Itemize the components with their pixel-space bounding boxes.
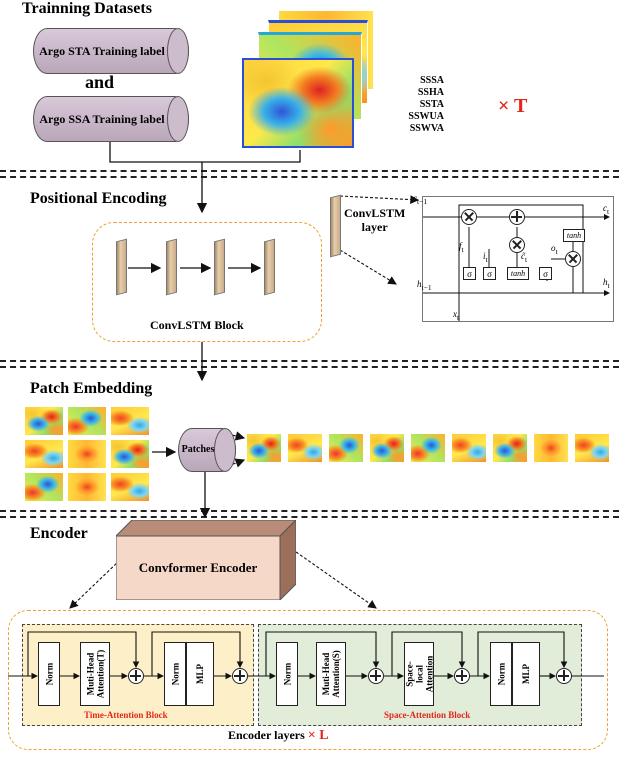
time-mha-box: Muti-Head Attention(T) [80, 642, 110, 706]
h-prev-label: ht−1 [417, 279, 432, 292]
space-block-label: Space-Attention Block [384, 710, 471, 720]
patch-sequence-item [533, 433, 569, 463]
sta-label: Argo STA Training label [39, 44, 165, 58]
h-t-label: ht [603, 277, 610, 290]
sta-cylinder: Argo STA Training label [33, 28, 189, 74]
section-title-patch: Patch Embedding [30, 380, 153, 397]
o-t-label: ot [551, 243, 558, 256]
convlstm-layer-label: ConvLSTM layer [344, 206, 405, 234]
patch-grid-cell [110, 406, 150, 436]
sigma-box: σ [539, 267, 552, 280]
patch-sequence-item [451, 433, 487, 463]
conformer-3d-box [116, 520, 296, 600]
c-prev-label: ct−1 [413, 193, 428, 206]
convlstm-block-label: ConvLSTM Block [150, 318, 244, 332]
patch-sequence-item [287, 433, 323, 463]
space-norm2-box: Norm [490, 642, 512, 706]
and-label: and [85, 72, 115, 92]
time-add-icon [232, 668, 248, 684]
tanh-box: tanh [507, 267, 529, 280]
ssa-cylinder: Argo SSA Training label [33, 96, 189, 142]
sigma-box: σ [463, 267, 476, 280]
conformer-label: Convformer Encoder [138, 560, 258, 575]
encoder-layers-frame [8, 610, 608, 750]
space-add-icon [454, 668, 470, 684]
space-mlp-box: MLP [512, 642, 540, 706]
x-t-label: xt [453, 309, 460, 322]
heatmap-main [242, 58, 354, 148]
time-mlp-box: MLP [186, 642, 214, 706]
patch-grid-cell [24, 406, 64, 436]
variable-item: SSHA [417, 87, 444, 98]
patches-label: Patches [181, 444, 215, 455]
c-t-label: ct [603, 203, 610, 216]
section-title-encoder: Encoder [30, 525, 88, 542]
variable-item: SSWUA [408, 111, 444, 122]
patch-grid-cell [110, 472, 150, 502]
ssa-label: Argo SSA Training label [39, 112, 165, 126]
patch-grid-cell [24, 439, 64, 469]
patch-grid-cell [67, 439, 107, 469]
f-t-label: ft [459, 241, 464, 254]
space-mha-box: Muti-Head Attention(S) [316, 642, 346, 706]
encoder-layers-label: Encoder layers [228, 728, 305, 742]
space-add-icon [368, 668, 384, 684]
patch-grid-cell [110, 439, 150, 469]
convlstm-block-frame [92, 222, 322, 342]
convlstm-layer-label-line: layer [361, 220, 388, 234]
times-t-label: × T [498, 95, 528, 117]
c-tilde-label: c̃t [521, 251, 528, 264]
space-norm-box: Norm [276, 642, 298, 706]
variable-item: SSSA [420, 75, 444, 86]
patch-grid-cell [67, 406, 107, 436]
add-gate [509, 209, 525, 225]
patch-sequence-item [328, 433, 364, 463]
space-add-icon [556, 668, 572, 684]
variable-item: SSTA [419, 99, 444, 110]
tanh-box: tanh [563, 229, 585, 242]
time-norm2-box: Norm [164, 642, 186, 706]
patch-grid-cell [24, 472, 64, 502]
time-add-icon [128, 668, 144, 684]
encoder-layers-caption: Encoder layers × L [228, 728, 329, 744]
variable-item: SSWVA [409, 123, 444, 134]
patch-grid-cell [67, 472, 107, 502]
sigma-box: σ [483, 267, 496, 280]
patch-sequence-item [369, 433, 405, 463]
patch-sequence-item [574, 433, 610, 463]
conformer-encoder-box: Convformer Encoder [116, 520, 296, 600]
section-title-training: Trainning Datasets [22, 0, 152, 17]
i-t-label: it [483, 251, 488, 264]
variable-list: SSSA SSHA SSTA SSWUA SSWVA [388, 75, 444, 135]
times-l-label: × L [307, 728, 329, 743]
patch-sequence-item [492, 433, 528, 463]
patch-sequence-item [410, 433, 446, 463]
time-block-label: Time-Attention Block [84, 710, 168, 720]
patches-cylinder: Patches [178, 428, 236, 472]
convlstm-layer-label-line: ConvLSTM [344, 206, 406, 220]
patch-sequence-item [246, 433, 282, 463]
convlstm-cell-diagram: ct−1 ct ht−1 ht xt ft it c̃t ot σ σ tanh… [413, 193, 614, 322]
section-title-positional: Positional Encoding [30, 190, 167, 207]
time-norm-box: Norm [38, 642, 60, 706]
space-local-attention-box: Space-local Attention [404, 642, 434, 706]
